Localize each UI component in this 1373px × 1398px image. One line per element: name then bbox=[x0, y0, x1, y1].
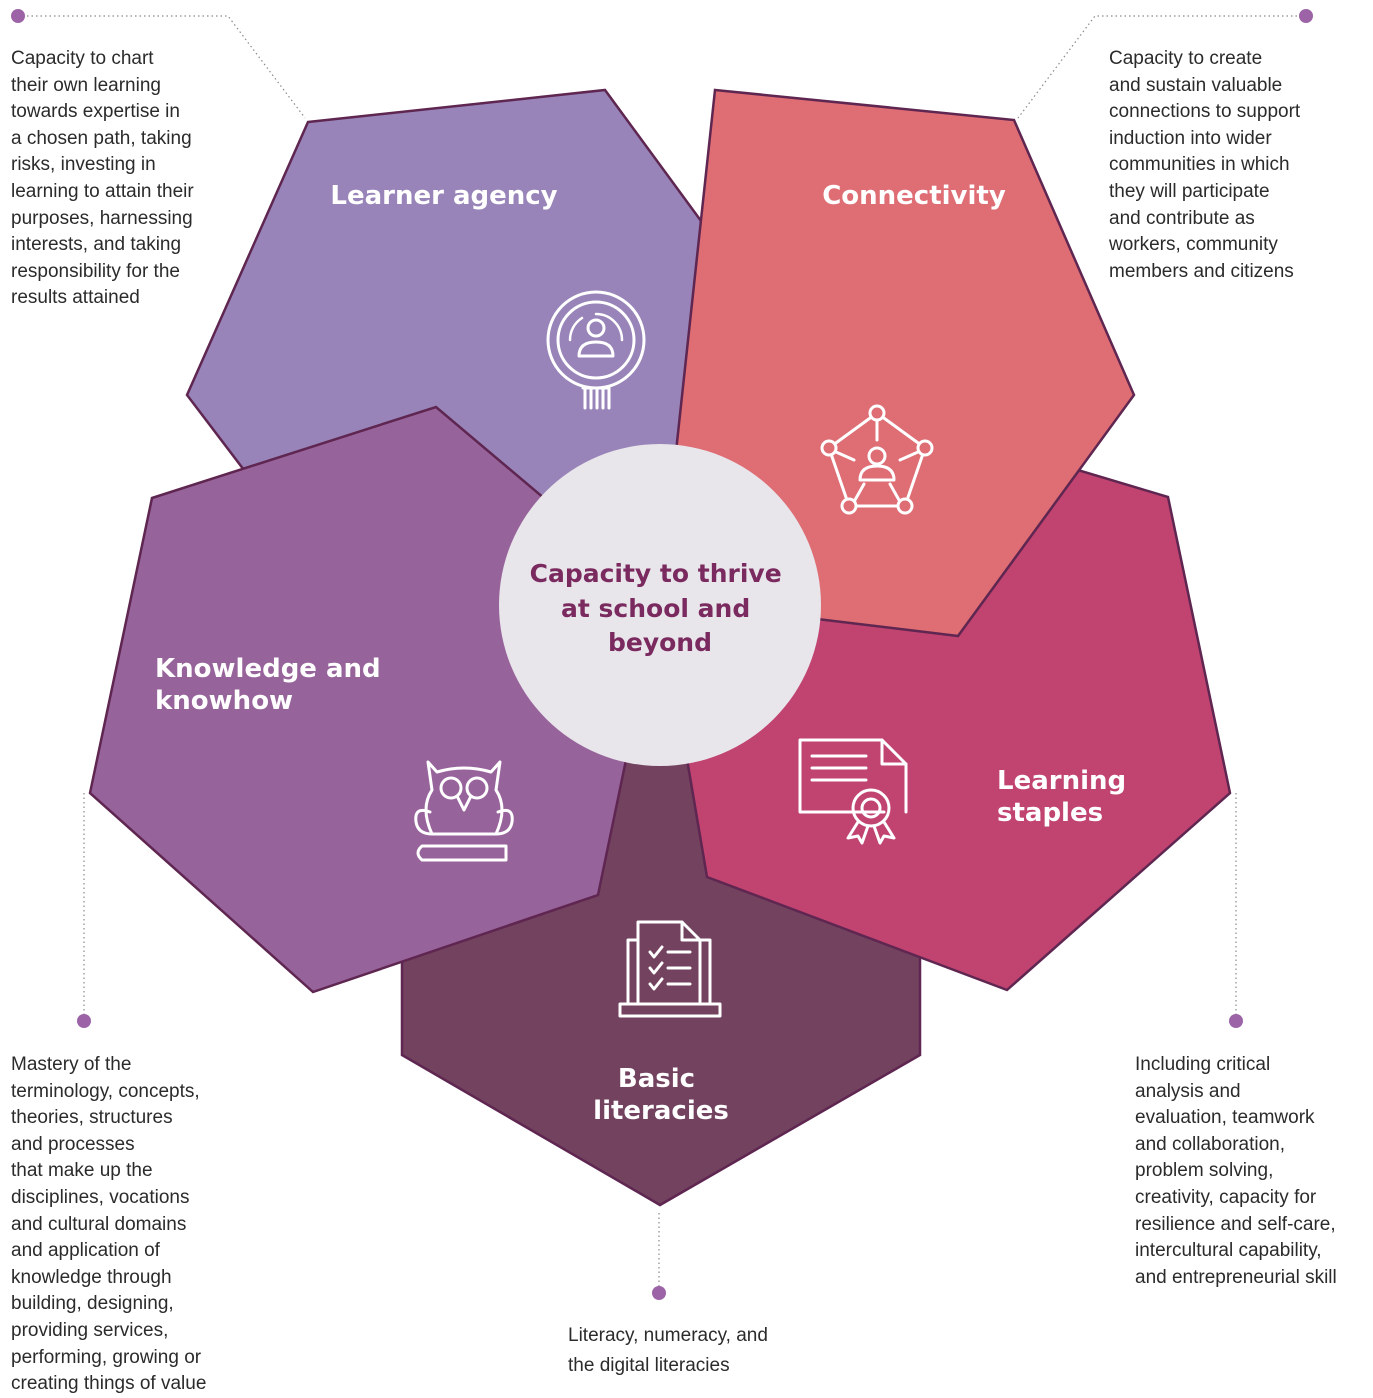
center-title-line: at school and bbox=[561, 594, 750, 623]
connector-dot-basic-literacies bbox=[652, 1286, 666, 1300]
center-title: Capacity to thrive at school and beyond bbox=[530, 559, 791, 657]
description-connectivity: Capacity to create and sustain valuable … bbox=[1109, 48, 1301, 282]
laptop-checklist-icon bbox=[618, 920, 722, 1018]
description-learner-agency: Capacity to chart their own learning tow… bbox=[11, 48, 194, 309]
description-basic-literacies: Literacy, numeracy, and the digital lite… bbox=[568, 1325, 768, 1376]
center-title-line: Capacity to thrive bbox=[530, 559, 782, 588]
owl-on-book-icon bbox=[414, 760, 514, 862]
segment-title-learner-agency: Learner agency bbox=[330, 181, 557, 211]
connector-dot-knowledge bbox=[77, 1014, 91, 1028]
magnifier-person-icon bbox=[546, 290, 646, 410]
center-title-line: beyond bbox=[608, 628, 712, 657]
segment-title-line: Learning bbox=[997, 766, 1126, 796]
connector-lines bbox=[18, 15, 1306, 1292]
connector-dot-connectivity bbox=[1299, 9, 1313, 23]
segment-title-basic-literacies: Basic literacies bbox=[593, 1064, 729, 1126]
segment-title-line: Basic bbox=[618, 1064, 695, 1094]
connector-dot-learning-staples bbox=[1229, 1014, 1243, 1028]
segment-title-connectivity: Connectivity bbox=[822, 181, 1006, 211]
segment-title-line: knowhow bbox=[155, 686, 293, 716]
segment-title-line: Learner agency bbox=[330, 181, 557, 211]
connector-dot-learner-agency bbox=[11, 9, 25, 23]
segment-title-knowledge: Knowledge and knowhow bbox=[155, 654, 390, 716]
segment-title-learning-staples: Learning staples bbox=[997, 766, 1135, 828]
certificate-icon bbox=[798, 738, 908, 845]
segment-title-line: Knowledge and bbox=[155, 654, 381, 684]
segment-title-line: literacies bbox=[593, 1096, 729, 1126]
description-knowledge: Mastery of the terminology, concepts, th… bbox=[11, 1054, 207, 1395]
description-learning-staples: Including critical analysis and evaluati… bbox=[1135, 1054, 1337, 1288]
segment-title-line: staples bbox=[997, 798, 1103, 828]
segment-title-line: Connectivity bbox=[822, 181, 1006, 211]
center-circle bbox=[499, 444, 821, 766]
network-person-icon bbox=[820, 404, 934, 515]
